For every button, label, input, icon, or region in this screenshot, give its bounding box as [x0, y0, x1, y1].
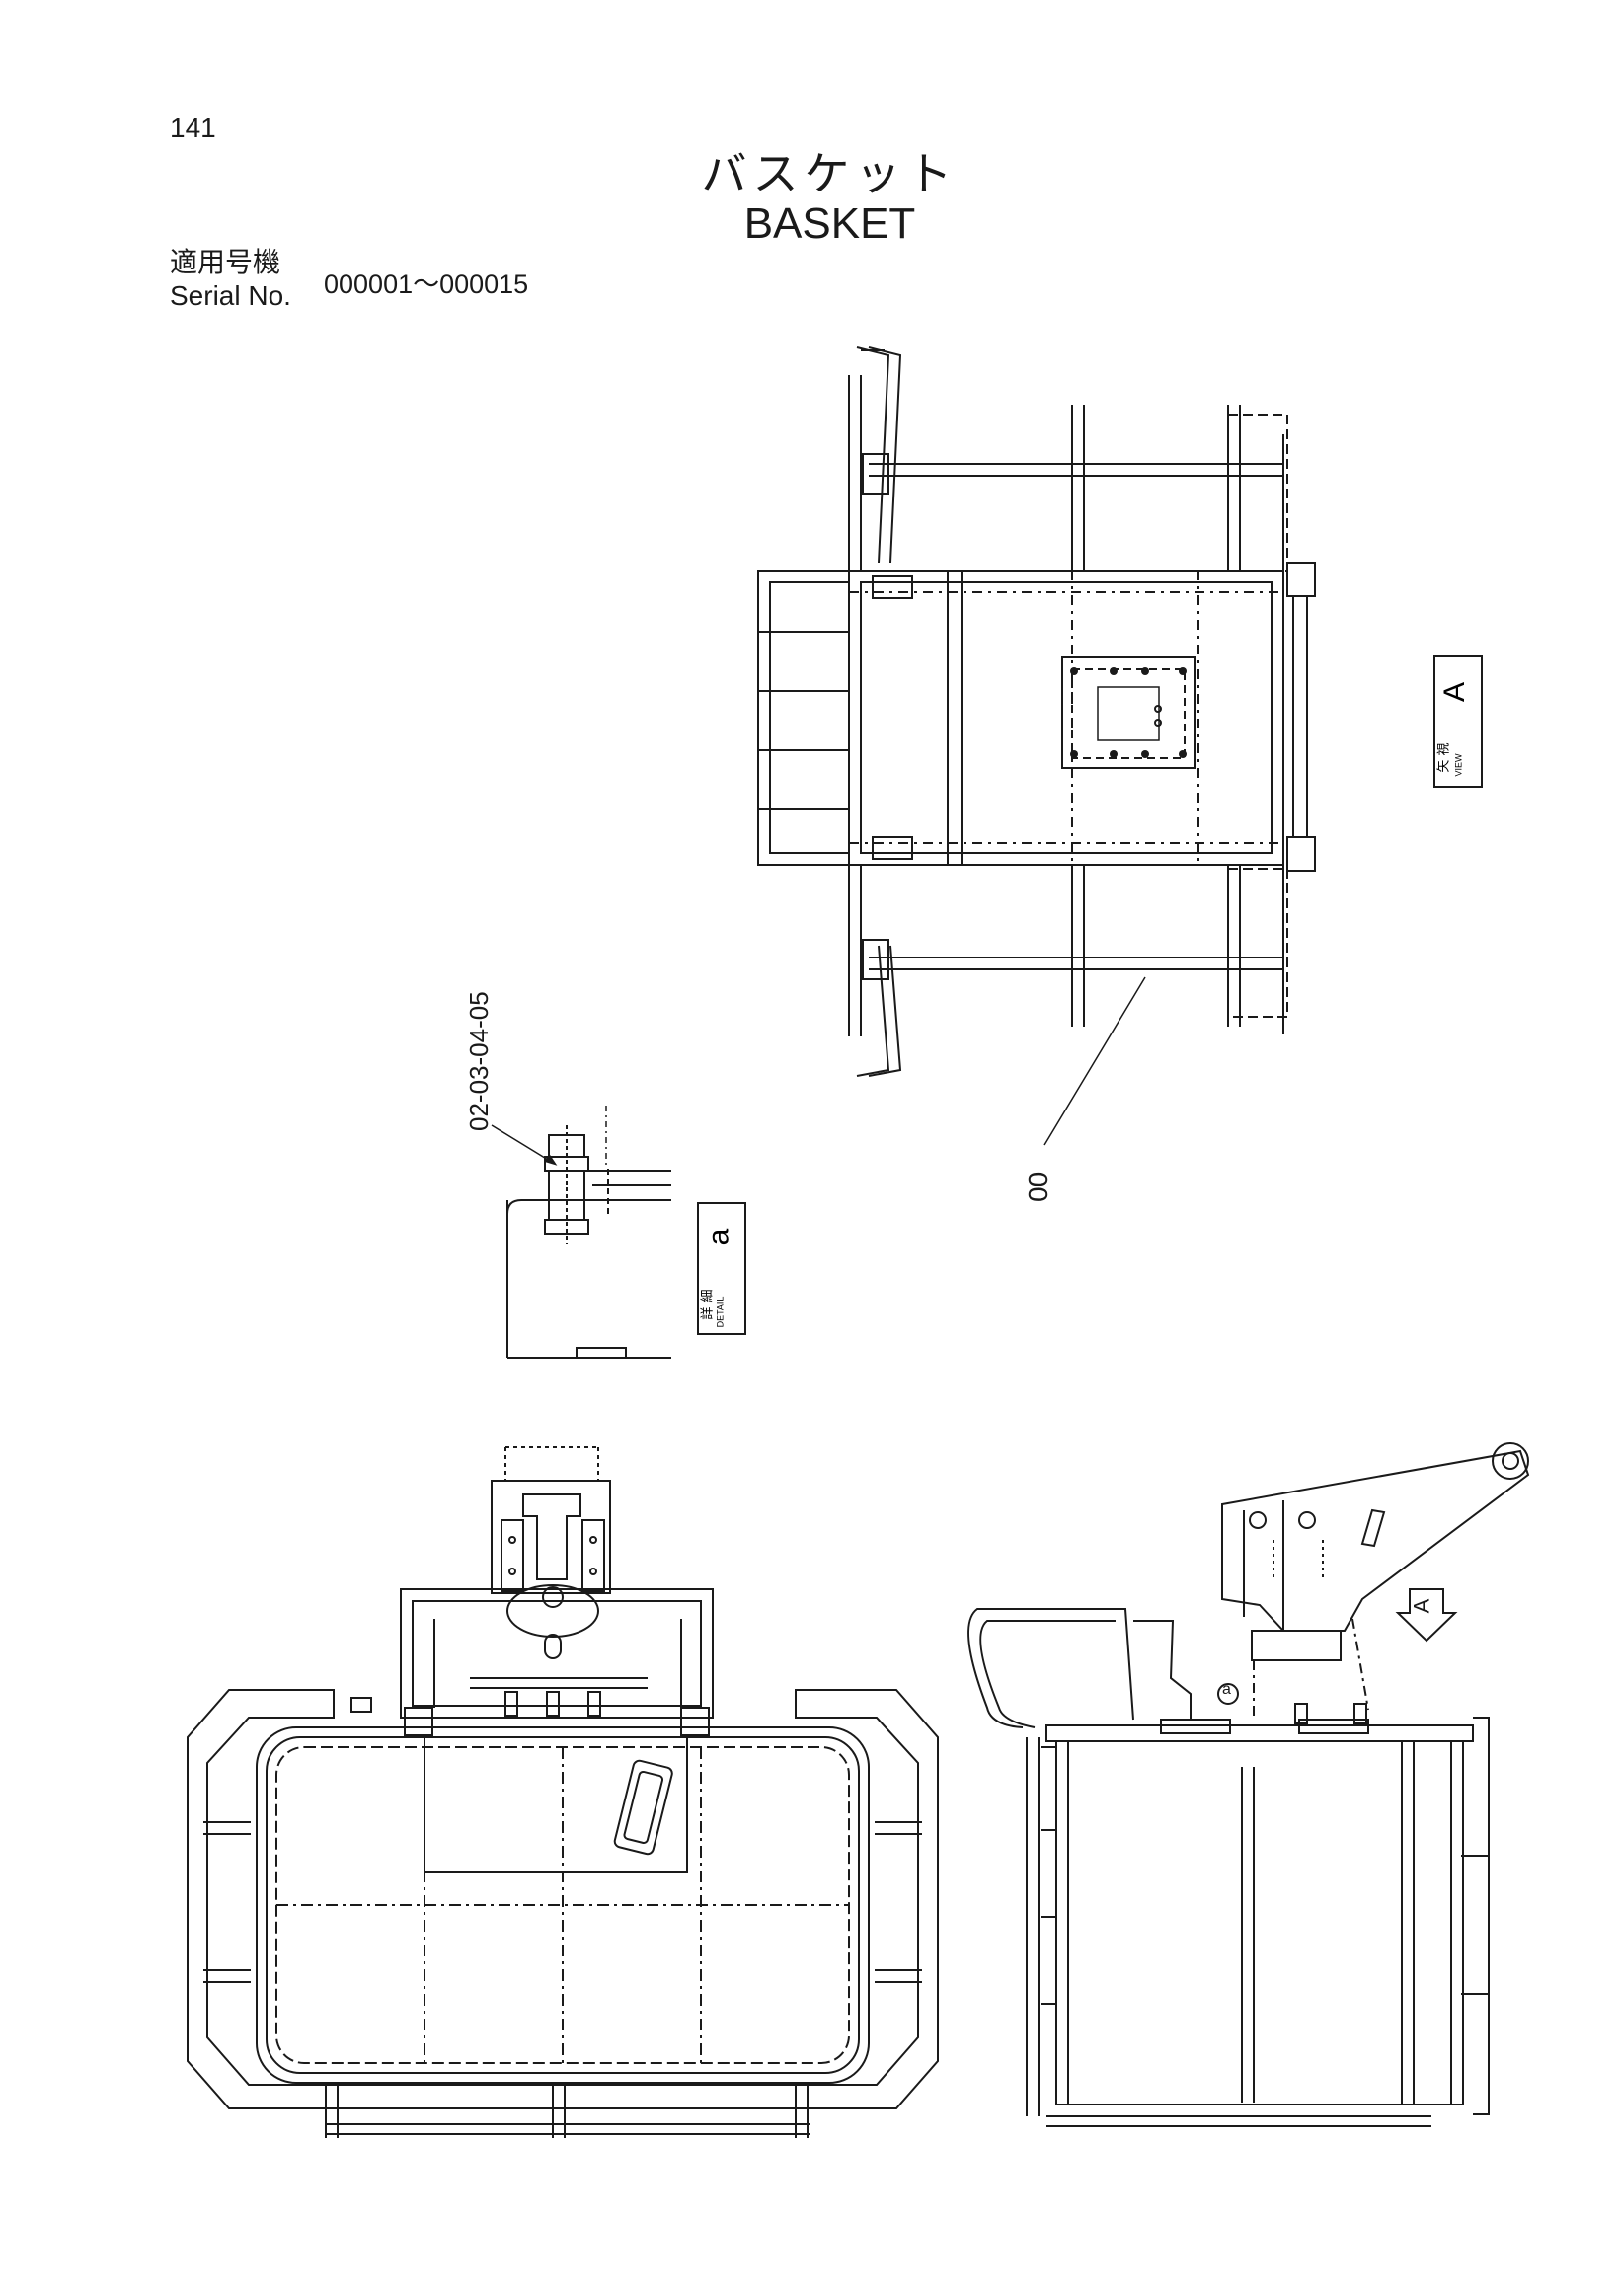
view-a-letter: A	[1438, 681, 1472, 703]
view-a-label-en: VIEW	[1453, 753, 1464, 777]
title-english: BASKET	[743, 199, 916, 248]
serial-label-japanese: 適用号機	[170, 246, 281, 278]
view-a-drawing	[757, 346, 1316, 1146]
detail-a-label-jp: 詳 細	[700, 1289, 716, 1320]
detail-a-letter: a	[702, 1228, 735, 1246]
detail-a-drawing	[491, 1106, 671, 1359]
side-view-detail-marker: a	[1222, 1681, 1231, 1698]
side-view-drawing	[967, 1442, 1530, 2127]
serial-label-english: Serial No.	[170, 280, 291, 311]
page-number: 141	[170, 113, 216, 143]
front-view-drawing	[187, 1446, 939, 2138]
callout-part-bolt: 02-03-04-05	[464, 991, 494, 1131]
detail-a-tag: a 詳 細 DETAIL	[697, 1202, 746, 1335]
side-view-arrow-letter: A	[1409, 1598, 1434, 1614]
title-japanese: バスケット	[701, 147, 959, 200]
view-a-label-jp: 矢 視	[1436, 742, 1452, 773]
serial-range: 000001～000015	[324, 269, 529, 299]
callout-part-basket: 00	[1023, 1171, 1053, 1202]
detail-a-label-en: DETAIL	[715, 1296, 726, 1328]
view-a-tag: A 矢 視 VIEW	[1433, 655, 1483, 788]
